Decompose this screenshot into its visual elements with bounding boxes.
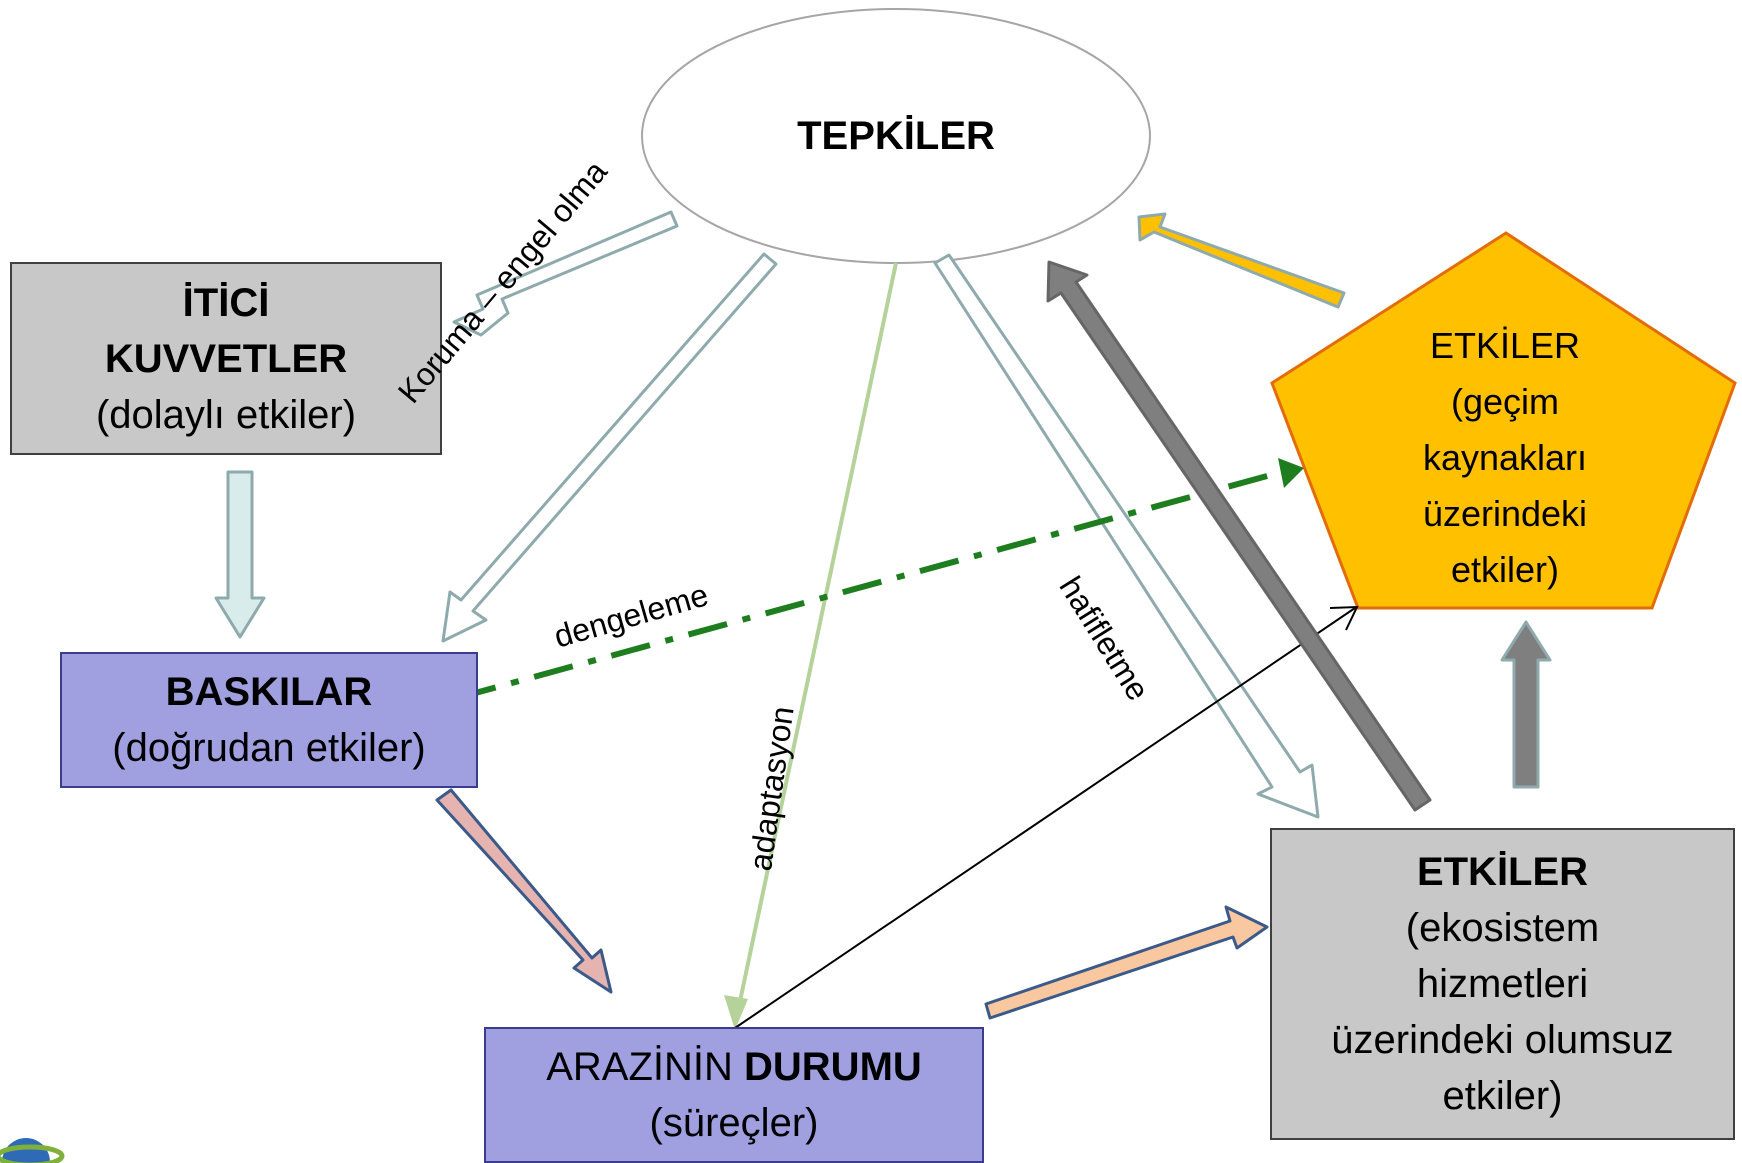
livelihood-impacts-line3: üzerindeki [1422, 493, 1588, 534]
arrow-pressures-to-state [435, 788, 613, 994]
arrow-adaptation-head [724, 995, 748, 1030]
livelihood-impacts-title: ETKİLER [1429, 325, 1581, 366]
ecosystem-impacts-line1: (ekosistem [1405, 906, 1600, 950]
ecosystem-impacts-line2: hizmetleri [1416, 962, 1589, 1006]
arrow-responses-to-drivers [452, 210, 679, 337]
state-node: ARAZİNİN DURUMU (süreçler) [484, 1027, 984, 1163]
livelihood-impacts-line4: etkiler) [1450, 549, 1560, 590]
ecosystem-impacts-node: ETKİLER (ekosistem hizmetleri üzerindeki… [1270, 828, 1735, 1140]
state-line1: ARAZİNİN DURUMU [546, 1039, 922, 1095]
state-subtitle: (süreçler) [649, 1101, 819, 1145]
livelihood-impacts-line1: (geçim [1450, 381, 1560, 422]
pressures-subtitle: (doğrudan etkiler) [112, 726, 426, 770]
ecosystem-impacts-title: ETKİLER [1416, 850, 1589, 894]
arrow-responses-to-ecosystem [933, 253, 1320, 819]
thin-arrow-state-to-livelihood [731, 607, 1356, 1031]
arrow-responses-to-pressures [441, 252, 778, 643]
ecosystem-impacts-line4: etkiler) [1442, 1074, 1563, 1118]
drivers-subtitle: (dolaylı etkiler) [95, 392, 357, 437]
responses-title: TEPKİLER [797, 114, 995, 158]
state-title: DURUMU [744, 1045, 922, 1089]
drivers-line1: İTİCİ [182, 280, 270, 325]
arrow-ecosystem-to-livelihood [1500, 620, 1552, 789]
arrow-livelihood-to-responses [1137, 212, 1346, 309]
arrow-adaptation [733, 262, 898, 1026]
pressures-title: BASKILAR [165, 670, 373, 714]
arrow-balancing [456, 470, 1279, 701]
arrow-balancing-head [1278, 458, 1304, 488]
responses-node: TEPKİLER [700, 100, 1092, 172]
ecosystem-impacts-line3: üzerindeki olumsuz [1331, 1018, 1674, 1062]
arrow-drivers-to-pressures [214, 470, 266, 639]
thin-arrow-head [1329, 605, 1359, 631]
drivers-node: İTİCİ KUVVETLER (dolaylı etkiler) [10, 262, 442, 455]
arrow-ecosystem-to-responses [1046, 260, 1432, 812]
livelihood-impacts-line2: kaynakları [1422, 437, 1588, 478]
globe-logo-icon [0, 1138, 65, 1163]
state-prefix: ARAZİNİN [546, 1045, 745, 1089]
livelihood-impacts-node: ETKİLER (geçim kaynakları üzerindeki etk… [1340, 318, 1670, 608]
pressures-node: BASKILAR (doğrudan etkiler) [60, 652, 478, 788]
livelihood-impacts-pentagon [1270, 231, 1737, 610]
drivers-line2: KUVVETLER [104, 336, 348, 381]
arrow-state-to-ecosystem [984, 905, 1269, 1020]
